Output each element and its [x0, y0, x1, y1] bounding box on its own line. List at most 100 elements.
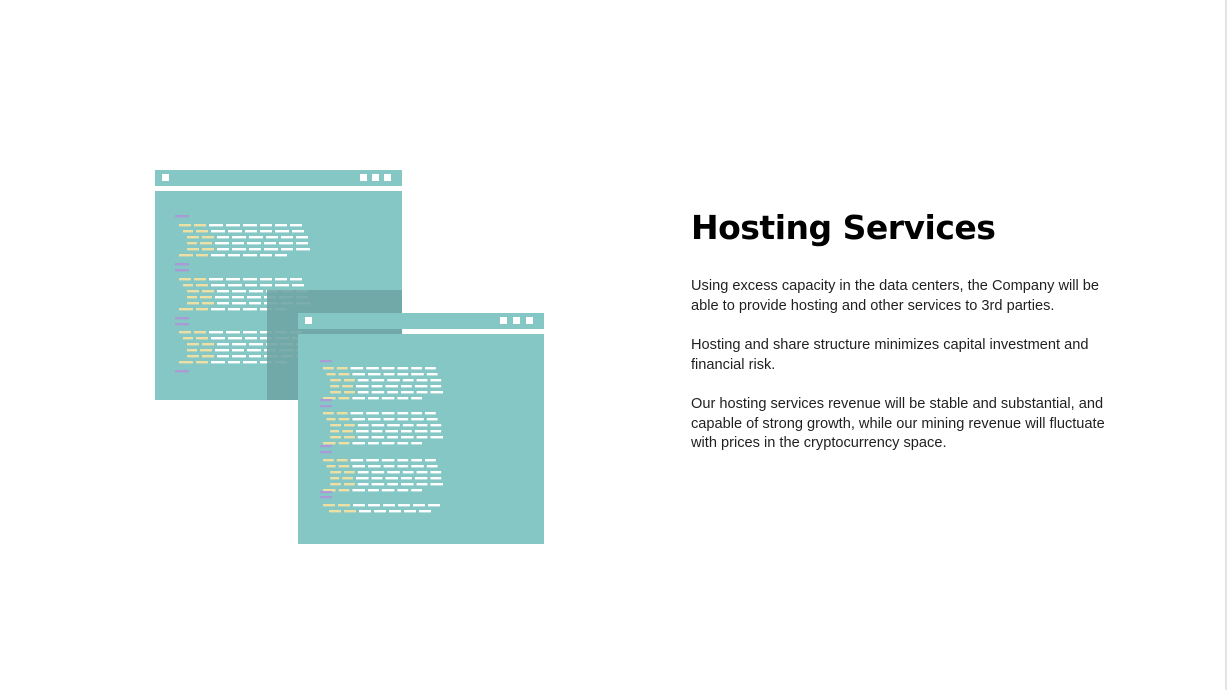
code-line [344, 379, 355, 382]
code-line [260, 284, 272, 287]
code-line [416, 471, 428, 474]
code-line [383, 504, 395, 507]
code-line [275, 284, 289, 287]
code-marker [175, 263, 189, 266]
code-line [389, 510, 401, 513]
paragraph-share-structure: Hosting and share structure minimizes ca… [691, 336, 1089, 373]
code-line [330, 430, 340, 433]
code-line [232, 355, 246, 358]
code-line [385, 430, 398, 433]
paragraph-revenue: Our hosting services revenue will be sta… [691, 395, 1105, 452]
code-line [179, 254, 193, 257]
code-line [260, 278, 272, 281]
code-line [411, 465, 424, 468]
code-line [275, 230, 289, 233]
code-line [397, 397, 409, 400]
code-line [385, 385, 398, 388]
page-title: Hosting Services [691, 208, 996, 247]
code-line [260, 254, 272, 257]
code-line [366, 367, 379, 370]
code-line [430, 424, 442, 427]
code-line [366, 412, 379, 415]
code-line [368, 465, 381, 468]
right-edge-rule [1225, 0, 1227, 690]
code-line [292, 230, 304, 233]
code-line [411, 412, 422, 415]
code-line [381, 412, 395, 415]
code-line [411, 367, 422, 370]
code-line [330, 483, 341, 486]
code-line [196, 308, 208, 311]
code-line [215, 242, 229, 245]
code-line [397, 367, 409, 370]
code-line [368, 373, 381, 376]
code-line [260, 308, 272, 311]
code-line [352, 442, 365, 445]
code-line [202, 302, 214, 305]
code-line [411, 489, 422, 492]
code-line [336, 367, 348, 370]
code-line [217, 302, 229, 305]
code-line [249, 355, 261, 358]
code-line [430, 436, 443, 439]
code-line [416, 436, 428, 439]
code-line [374, 510, 386, 513]
code-line [249, 290, 263, 293]
code-line [217, 343, 229, 346]
code-line [371, 483, 385, 486]
code-line [275, 254, 287, 257]
code-line [187, 242, 197, 245]
code-line [187, 302, 199, 305]
code-line [260, 337, 272, 340]
code-line [387, 391, 398, 394]
code-line [342, 385, 353, 388]
code-line [344, 483, 355, 486]
code-line [187, 349, 197, 352]
code-line [371, 385, 383, 388]
code-line [352, 489, 365, 492]
code-line [425, 459, 436, 462]
code-marker [175, 370, 189, 373]
code-line [183, 230, 193, 233]
code-line [397, 418, 409, 421]
code-line [202, 290, 214, 293]
code-line [217, 290, 229, 293]
code-line [338, 418, 350, 421]
code-line [275, 278, 287, 281]
code-line [430, 391, 443, 394]
code-line [330, 424, 341, 427]
code-line [179, 308, 193, 311]
code-line [338, 465, 350, 468]
code-marker [320, 360, 332, 363]
code-line [196, 284, 208, 287]
code-line [356, 477, 369, 480]
code-line [281, 248, 293, 251]
code-line [413, 504, 425, 507]
code-line [245, 284, 257, 287]
code-line [401, 436, 414, 439]
paragraph-capacity: Using excess capacity in the data center… [691, 278, 1100, 314]
code-line [232, 242, 244, 245]
code-line [243, 361, 257, 364]
code-line [211, 254, 225, 257]
code-line [215, 349, 229, 352]
code-line [330, 379, 341, 382]
code-line [426, 373, 438, 376]
code-line [196, 361, 208, 364]
code-line [425, 412, 436, 415]
code-line [194, 224, 206, 227]
code-line [411, 442, 422, 445]
code-line [338, 504, 350, 507]
code-line [260, 331, 272, 334]
code-line [232, 248, 246, 251]
code-line [401, 477, 412, 480]
code-line [381, 442, 395, 445]
code-line [194, 278, 206, 281]
code-line [183, 337, 193, 340]
code-line [296, 236, 308, 239]
code-line [368, 504, 380, 507]
code-line [217, 236, 229, 239]
code-line [245, 337, 257, 340]
window-maximize-icon [513, 317, 520, 324]
code-line [200, 349, 212, 352]
